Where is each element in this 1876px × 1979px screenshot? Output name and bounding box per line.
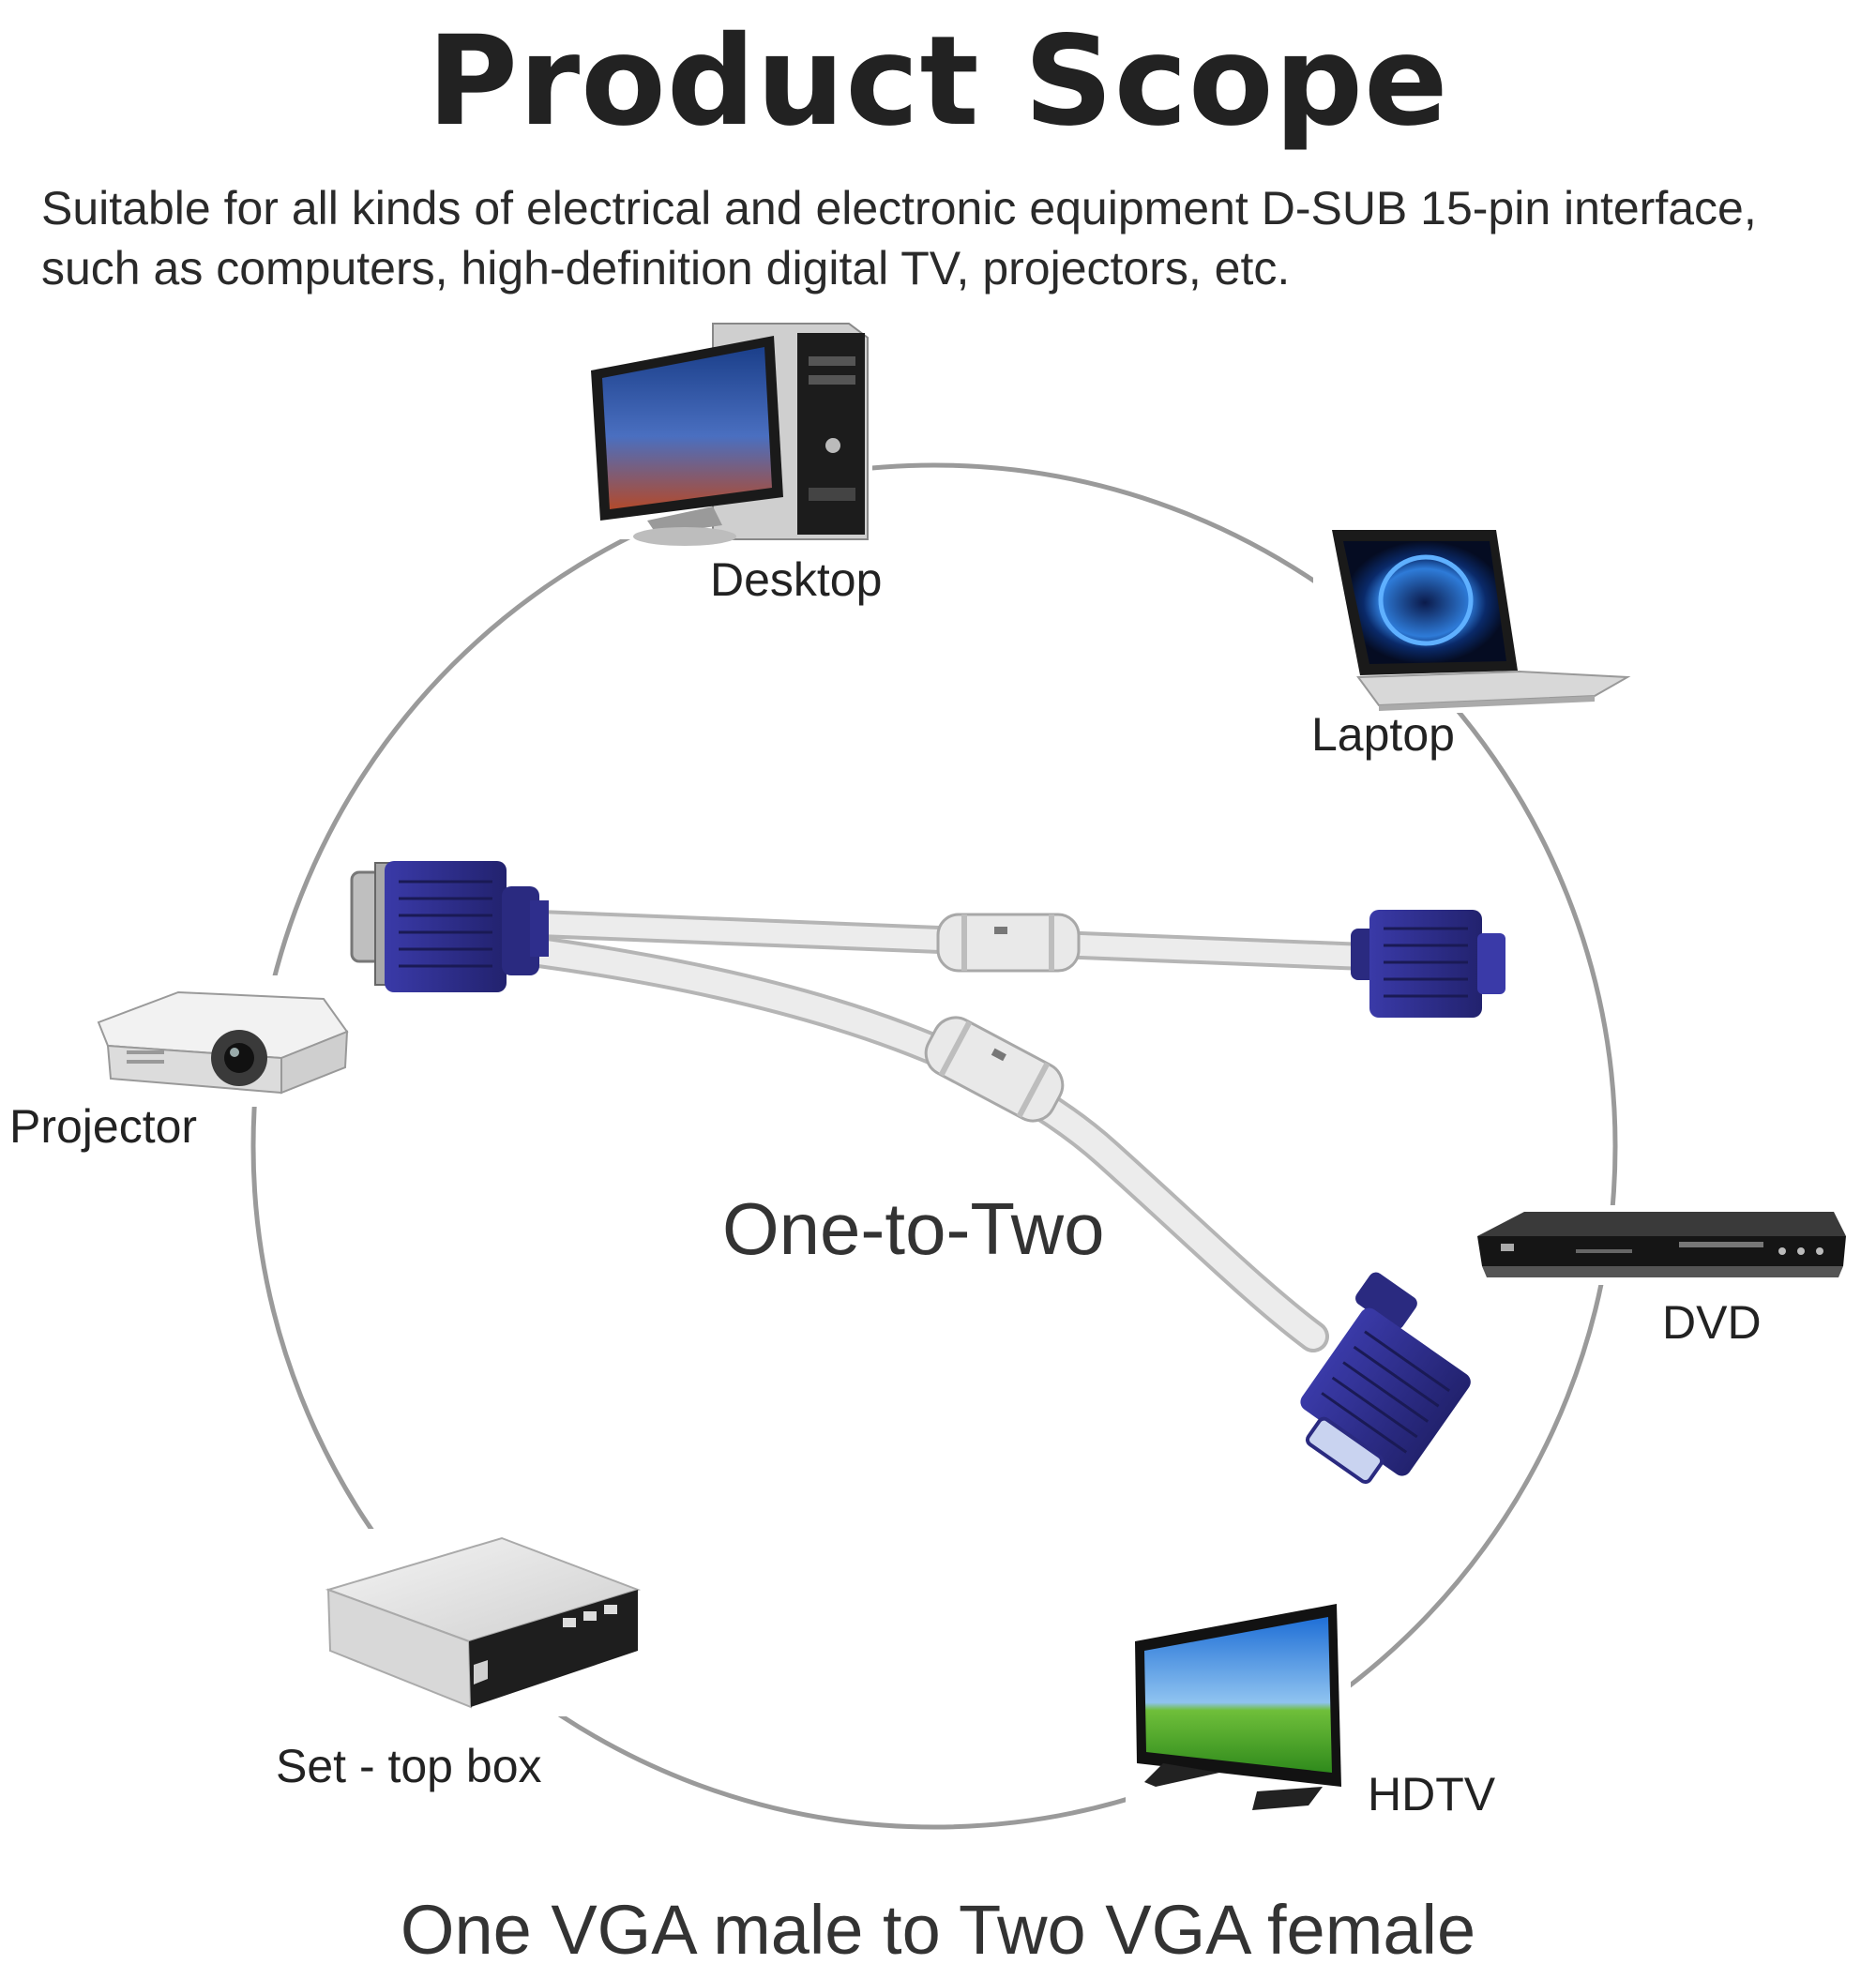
- projector-label: Projector: [9, 1100, 197, 1153]
- page-title: Product Scope: [427, 9, 1449, 154]
- laptop-icon: [1313, 525, 1632, 713]
- vga-female-connector-upper: [1351, 910, 1505, 1018]
- cable-lower: [523, 936, 1329, 1352]
- connection-circle: [250, 462, 1618, 1830]
- laptop-label: Laptop: [1311, 708, 1455, 761]
- vga-female-connector-lower: [1300, 1272, 1471, 1485]
- description-line-1: Suitable for all kinds of electrical and…: [41, 182, 1757, 234]
- ferrite-core-lower: [924, 1016, 1065, 1123]
- description: Suitable for all kinds of electrical and…: [41, 178, 1870, 298]
- desktop-computer-icon: [591, 310, 872, 546]
- projector-icon: [89, 975, 361, 1107]
- vga-splitter-cable: [350, 861, 1505, 1485]
- ferrite-core-upper: [936, 913, 1081, 973]
- dvd-label: DVD: [1662, 1296, 1762, 1349]
- vga-male-connector: [350, 861, 549, 992]
- set-top-box-label: Set - top box: [276, 1740, 542, 1792]
- dvd-player-icon: [1468, 1205, 1853, 1285]
- set-top-box-icon: [324, 1529, 643, 1716]
- caption: One VGA male to Two VGA female: [400, 1891, 1476, 1969]
- hdtv-label: HDTV: [1368, 1768, 1496, 1820]
- hdtv-icon: [1126, 1594, 1351, 1824]
- one-to-two-label: One-to-Two: [722, 1187, 1105, 1270]
- description-line-2: such as computers, high-definition digit…: [41, 242, 1291, 295]
- desktop-label: Desktop: [710, 553, 882, 606]
